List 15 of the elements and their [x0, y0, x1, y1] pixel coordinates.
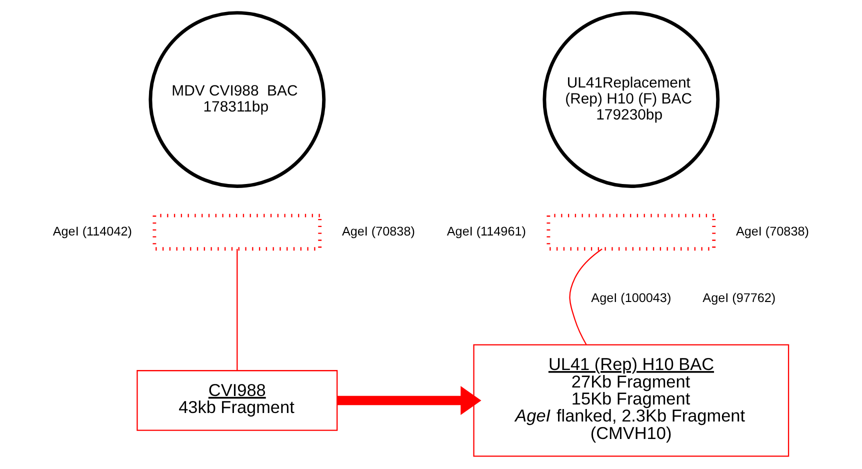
label: AgeI (114042) — [52, 224, 132, 238]
node-box: UL41 (Rep) H10 BAC 27Kb Fragment 15Kb Fragment AgeI flanked, 2.3Kb Fragment (CMVH10) — [473, 344, 790, 457]
node-circle: MDV CVI988 BAC 178311bp — [148, 11, 326, 188]
node-box: CVI988 43kb Fragment — [136, 370, 338, 431]
arrow — [337, 386, 482, 415]
label: AgeI (100043) — [591, 291, 672, 306]
label: AgeI (70838) — [342, 224, 415, 238]
connector — [236, 248, 238, 370]
label: AgeI (97762) — [702, 291, 776, 306]
node-box — [152, 214, 322, 251]
node-circle: UL41Replacement (Rep) H10 (F) BAC 179230bp — [542, 11, 720, 188]
node-box — [546, 214, 716, 251]
label: AgeI (114961) — [446, 224, 526, 238]
label: AgeI (70838) — [736, 224, 809, 238]
connector — [569, 248, 602, 345]
